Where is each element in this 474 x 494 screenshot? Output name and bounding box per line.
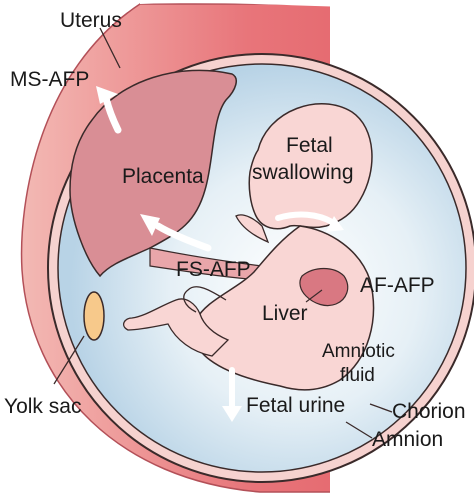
yolk-sac [83,291,105,341]
ms-afp-arrow [96,86,122,134]
label-fetal-urine: Fetal urine [246,394,345,417]
label-fetal-swallowing-2: swallowing [252,161,354,184]
chorion-leader [369,403,393,413]
liver-leader [305,289,323,303]
label-fluid: fluid [340,365,375,386]
label-uterus: Uterus [60,9,122,32]
label-ms-afp: MS-AFP [10,68,89,91]
label-chorion: Chorion [392,400,466,423]
label-liver: Liver [262,302,308,325]
label-af-afp: AF-AFP [360,274,435,297]
label-fetal-swallowing-1: Fetal [286,134,333,157]
liver [299,267,349,307]
label-amniotic: Amniotic [322,341,395,362]
label-yolk-sac: Yolk sac [4,395,81,418]
fetal-urine-arrow [222,367,242,422]
fetus-leg [123,298,230,357]
swallowing-arrow [275,211,344,232]
fetus-leg-upper [183,286,227,313]
fs-afp-arrow [140,214,212,252]
label-amnion: Amnion [372,428,443,451]
fetus-head [248,103,373,230]
yolk-sac-leader [53,335,85,385]
fetus-body [192,225,375,391]
label-placenta: Placenta [122,165,204,188]
fetus-arm [235,214,270,244]
uterus-leader [99,27,121,69]
label-fs-afp: FS-AFP [176,258,251,281]
amnion-leader [345,421,373,439]
